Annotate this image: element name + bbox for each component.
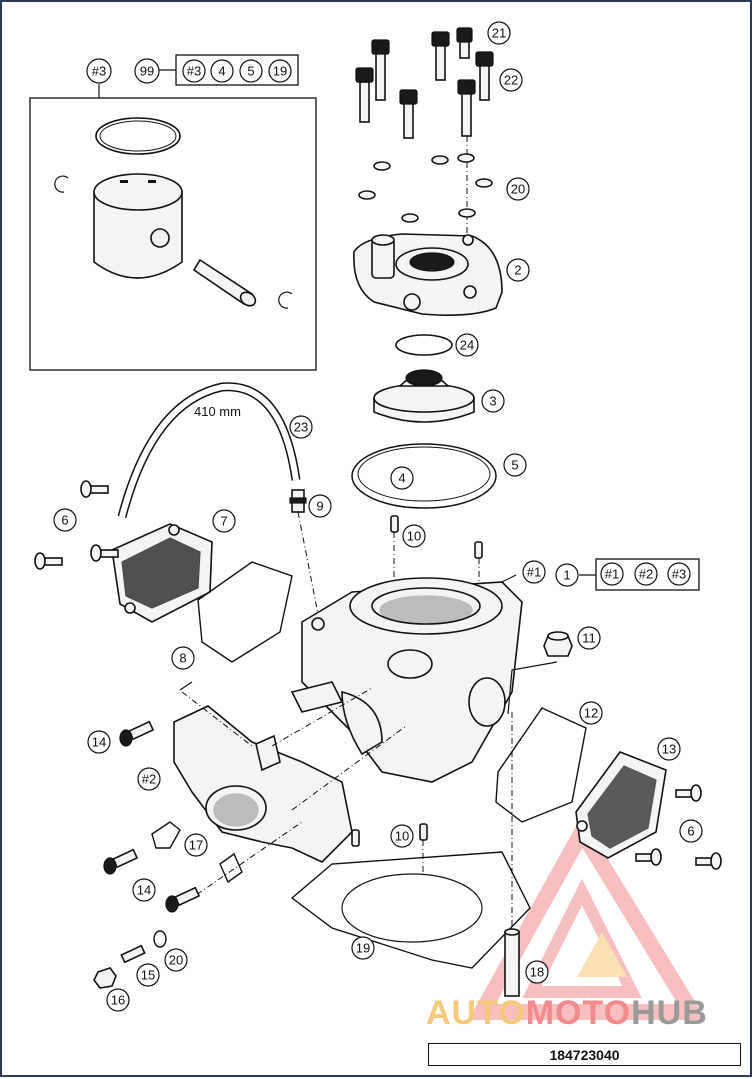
callout-22: 22: [504, 73, 518, 88]
watermark-part-hub: HUB: [631, 994, 708, 1032]
callout-s3: #3: [92, 64, 106, 79]
watermark-part-auto: AUTO: [426, 994, 526, 1032]
hose-length-label: 410 mm: [194, 404, 241, 419]
callout-12: 12: [584, 706, 598, 721]
piston: [93, 173, 183, 279]
cylinder: [290, 577, 523, 783]
o-ring: [395, 334, 453, 356]
callout-9: 9: [316, 499, 323, 514]
dowel-pin-lower: [419, 823, 428, 841]
bolt-lower: [103, 848, 201, 913]
stud: [120, 944, 146, 964]
clip-17: [151, 821, 181, 849]
callout-99: 99: [140, 64, 154, 79]
callout-17: 17: [189, 838, 203, 853]
piston-pin: [192, 258, 257, 307]
callout-10a: 10: [407, 529, 421, 544]
callout-14a: 14: [92, 735, 106, 750]
callout-16: 16: [111, 993, 125, 1008]
flange-nut: [543, 631, 573, 657]
callout-s1: #1: [527, 565, 541, 580]
head-gaskets: [351, 443, 497, 509]
callout-2: 2: [514, 263, 521, 278]
part-number-box: 184723040: [428, 1043, 741, 1066]
callout-10b: 10: [395, 829, 409, 844]
watermark-text: AUTOMOTOHUB: [426, 994, 708, 1033]
callouts: [53, 21, 703, 1012]
kit1-item-2: #3: [672, 567, 686, 582]
callout-6a: 6: [61, 513, 68, 528]
power-valve-gasket-left: [197, 561, 293, 663]
circlip-left: [54, 175, 69, 193]
nut: [93, 967, 117, 989]
kit99-item-0: #3: [187, 64, 201, 79]
screws-left: [34, 480, 119, 570]
hose-fitting: [289, 489, 307, 513]
washer-lower: [153, 930, 167, 948]
callout-13: 13: [662, 742, 676, 757]
kit1-item-0: #1: [605, 567, 619, 582]
callout-11: 11: [582, 631, 596, 646]
power-valve-cover-left: [111, 523, 213, 623]
callout-14b: 14: [137, 883, 151, 898]
combustion-chamber-insert: [373, 369, 475, 423]
circlip-right: [278, 291, 293, 309]
callout-8: 8: [179, 651, 186, 666]
callout-21: 21: [492, 26, 506, 41]
callout-6b: 6: [687, 824, 694, 839]
callout-20b: 20: [169, 953, 183, 968]
callout-18: 18: [530, 965, 544, 980]
callout-19: 19: [356, 941, 370, 956]
power-valve-cover-right: [575, 751, 667, 859]
callout-20a: 20: [511, 182, 525, 197]
watermark-logo: [468, 816, 707, 1020]
piston-ring: [95, 117, 181, 155]
kit1-item-1: #2: [639, 567, 653, 582]
callout-labels: #3 99 #3 4 5 19 21 22 20 2 24 3 4 5 23 9…: [61, 26, 694, 1008]
kit99-item-3: 19: [273, 64, 287, 79]
callout-1: 1: [563, 568, 570, 583]
callout-5: 5: [511, 458, 518, 473]
exhaust-valve-housing: [173, 705, 353, 863]
piston-kit-box: [29, 97, 317, 371]
washers: [358, 153, 493, 223]
cylinder-head: [353, 233, 503, 316]
callout-4: 4: [398, 471, 405, 486]
callout-3: 3: [489, 394, 496, 409]
callout-s2: #2: [142, 772, 156, 787]
kit99-item-2: 5: [247, 64, 254, 79]
exhaust-flange-gasket-right: [495, 707, 587, 823]
callout-23: 23: [294, 420, 308, 435]
bolt-upper: [119, 720, 155, 747]
cylinder-base-gasket: [290, 851, 531, 969]
watermark-part-moto: MOTO: [525, 994, 632, 1032]
screws-right: [635, 784, 722, 870]
dowel-pin-upper: [390, 515, 399, 533]
head-bolts: [355, 27, 494, 139]
kit99-item-1: 4: [218, 64, 225, 79]
callout-15: 15: [141, 968, 155, 983]
callout-24: 24: [460, 338, 474, 353]
callout-7: 7: [220, 514, 227, 529]
long-stud: [504, 928, 520, 997]
